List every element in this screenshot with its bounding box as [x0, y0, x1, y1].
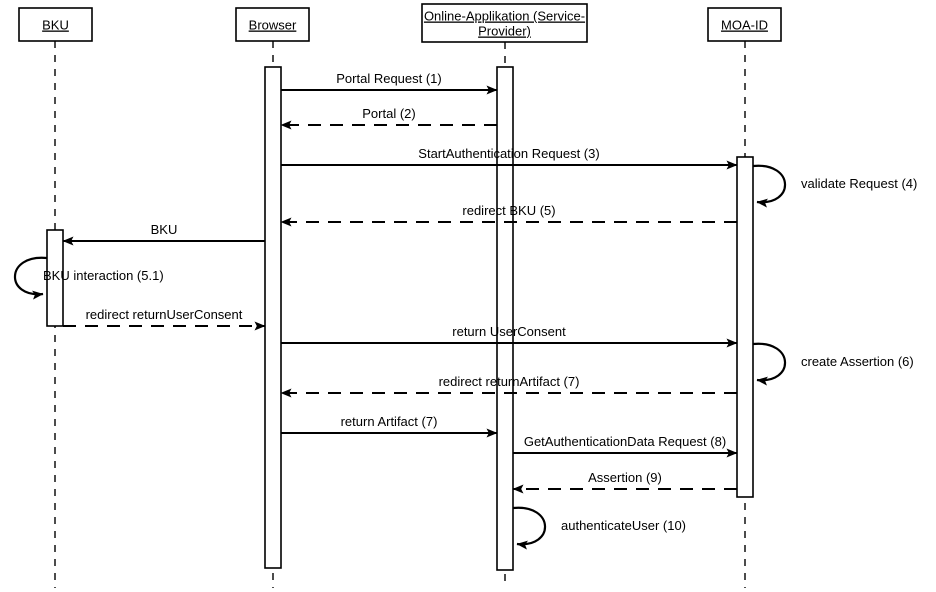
message-9: return UserConsent: [281, 324, 738, 348]
participant-label-moaid: MOA-ID: [721, 18, 768, 33]
message-14: Assertion (9): [512, 470, 737, 494]
message-label-15: authenticateUser (10): [561, 518, 686, 533]
activation-bar-bku: [46, 229, 64, 327]
message-12: return Artifact (7): [281, 414, 498, 438]
message-10: create Assertion (6): [752, 342, 914, 386]
participant-oa[interactable]: Online-Applikation (Service-Provider): [421, 3, 588, 43]
message-label-4: validate Request (4): [801, 176, 917, 191]
message-label-3: StartAuthentication Request (3): [418, 146, 599, 161]
self-message-arrow-4: [752, 164, 787, 208]
activation-bar-moaid: [736, 156, 754, 498]
participant-label-oa: Online-Applikation (Service-: [424, 9, 585, 24]
activations-layer: [46, 66, 754, 571]
participant-box-oa: [421, 3, 588, 43]
messages-layer: Portal Request (1) Portal (2) StartAuthent…: [13, 71, 917, 550]
participant-moaid[interactable]: MOA-ID: [707, 7, 782, 42]
message-label-5: redirect BKU (5): [462, 203, 555, 218]
message-label-13: GetAuthenticationData Request (8): [524, 434, 726, 449]
participant-box-moaid: [707, 7, 782, 42]
message-11: redirect returnArtifact (7): [280, 374, 737, 398]
message-5: redirect BKU (5): [280, 203, 737, 227]
message-label-7: BKU interaction (5.1): [43, 268, 164, 283]
message-label-9: return UserConsent: [452, 324, 566, 339]
participant-label-oa: Provider): [478, 24, 531, 39]
message-3: StartAuthentication Request (3): [281, 146, 738, 170]
activation-bar-browser: [264, 66, 282, 569]
activation-bar-oa: [496, 66, 514, 571]
message-7: BKU interaction (5.1): [13, 256, 164, 300]
participant-label-bku: BKU: [42, 18, 69, 33]
participant-browser[interactable]: Browser: [235, 7, 310, 42]
self-message-arrow-15: [512, 506, 547, 550]
message-2: Portal (2): [280, 106, 497, 130]
message-label-12: return Artifact (7): [341, 414, 438, 429]
message-label-1: Portal Request (1): [336, 71, 442, 86]
self-message-arrow-10: [752, 342, 787, 386]
message-label-14: Assertion (9): [588, 470, 662, 485]
message-4: validate Request (4): [752, 164, 917, 208]
message-6: BKU: [62, 222, 265, 246]
participant-bku[interactable]: BKU: [18, 7, 93, 42]
message-8: redirect returnUserConsent: [63, 307, 266, 331]
participant-label-browser: Browser: [249, 18, 297, 33]
participant-headers-layer: BKU Browser Online-Applikation (Service-Pr…: [18, 3, 782, 43]
message-label-11: redirect returnArtifact (7): [439, 374, 580, 389]
message-label-10: create Assertion (6): [801, 354, 914, 369]
message-1: Portal Request (1): [281, 71, 498, 95]
participant-box-browser: [235, 7, 310, 42]
message-label-6: BKU: [151, 222, 178, 237]
self-message-arrow-7: [13, 256, 48, 300]
message-label-8: redirect returnUserConsent: [86, 307, 243, 322]
participant-box-bku: [18, 7, 93, 42]
message-13: GetAuthenticationData Request (8): [513, 434, 738, 458]
message-15: authenticateUser (10): [512, 506, 686, 550]
message-label-2: Portal (2): [362, 106, 415, 121]
